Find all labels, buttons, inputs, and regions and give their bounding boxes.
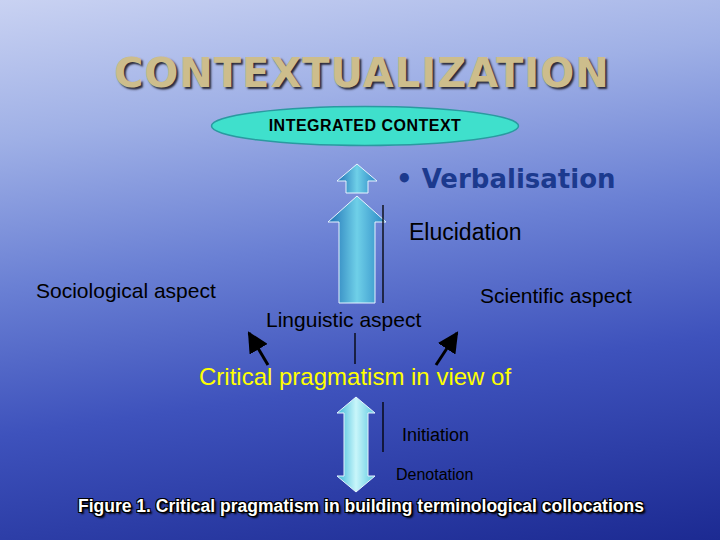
block-arrow bbox=[328, 196, 386, 303]
ellipse-label: INTEGRATED CONTEXT bbox=[269, 117, 462, 135]
aspect-label: Scientific aspect bbox=[480, 283, 632, 308]
pointer-arrow bbox=[436, 333, 457, 365]
aspect-label: Sociological aspect bbox=[36, 278, 216, 303]
thin-line bbox=[354, 333, 355, 364]
block-arrow bbox=[337, 164, 377, 193]
stage-label: Denotation bbox=[396, 465, 473, 484]
double-block-arrow bbox=[337, 397, 375, 492]
stage-label: Elucidation bbox=[409, 219, 522, 247]
stage-label: Initiation bbox=[402, 425, 469, 447]
figure-caption: Figure 1. Critical pragmatism in buildin… bbox=[78, 496, 644, 517]
bullet-label: • Verbalisation bbox=[396, 164, 616, 195]
thin-line bbox=[382, 205, 383, 303]
pointer-arrow bbox=[249, 333, 268, 365]
highlight-label: Critical pragmatism in view of bbox=[199, 363, 511, 392]
context-ellipse: INTEGRATED CONTEXT bbox=[210, 105, 520, 147]
thin-line bbox=[382, 402, 383, 452]
aspect-label: Linguistic aspect bbox=[266, 307, 421, 332]
slide-title: CONTEXTUALIZATION bbox=[114, 49, 610, 97]
